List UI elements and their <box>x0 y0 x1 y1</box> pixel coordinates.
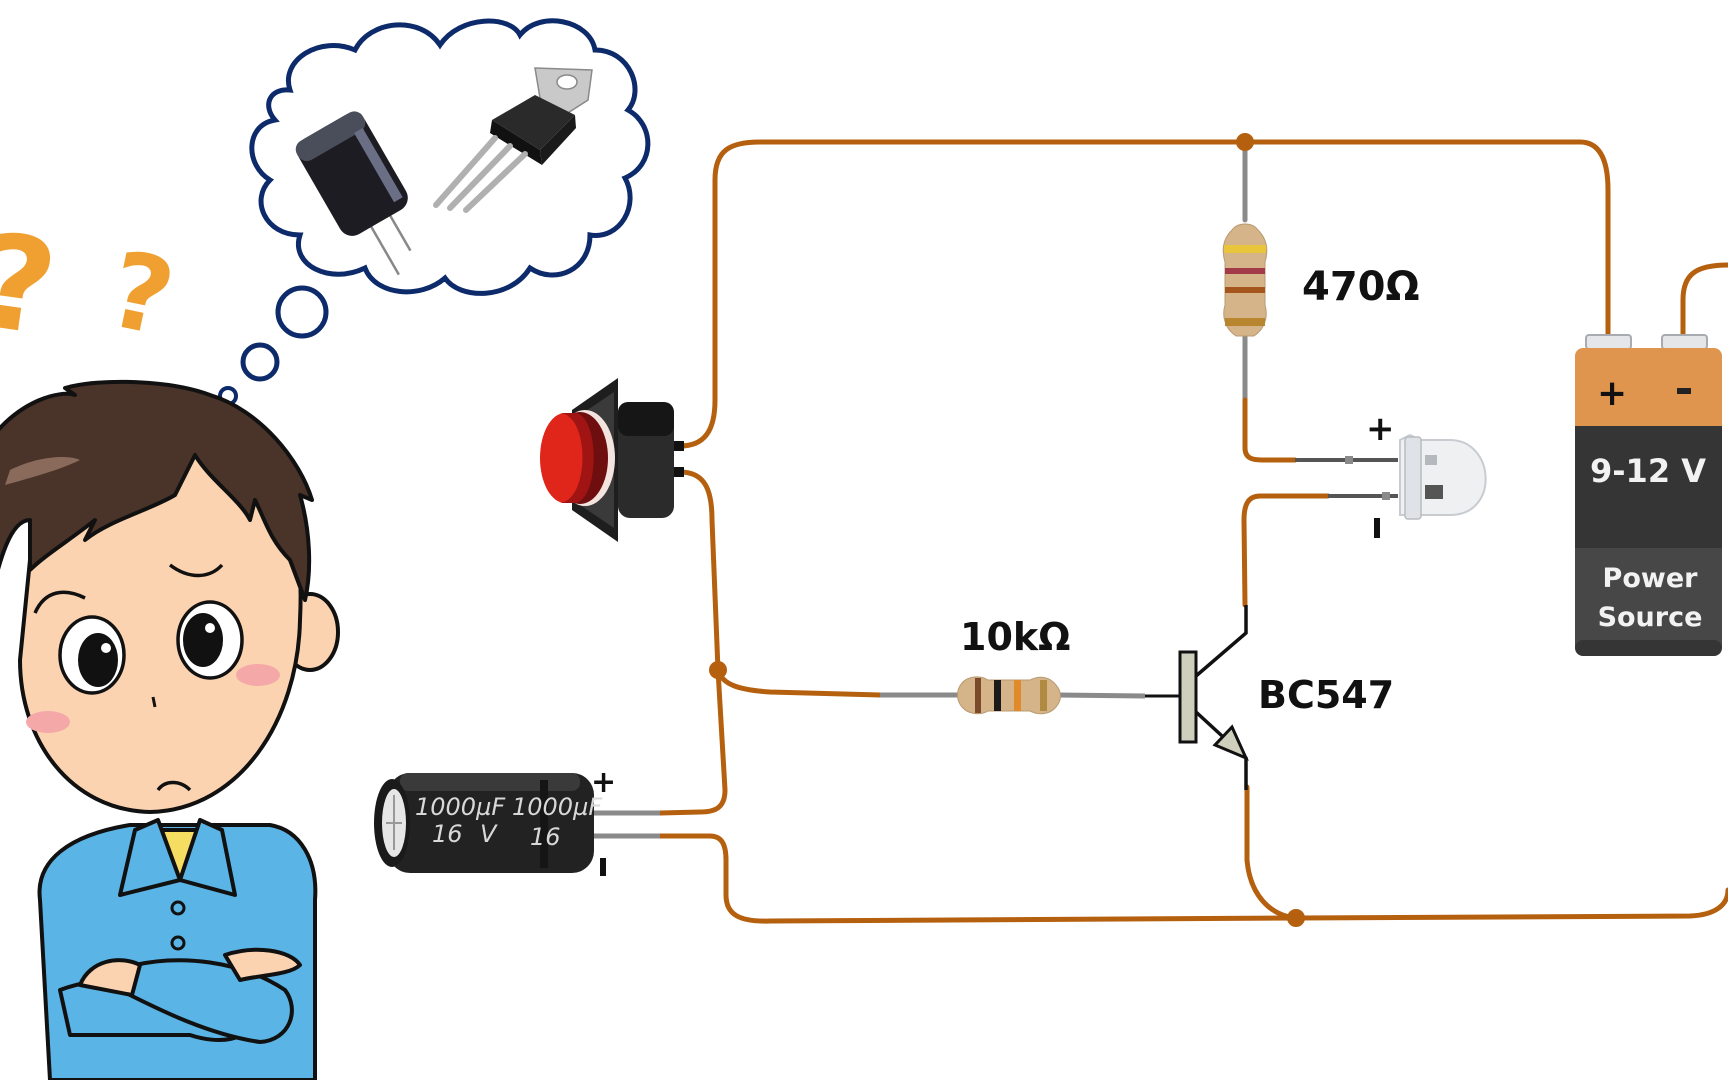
boy-blush-left <box>26 711 70 733</box>
transistor-bc547: BC547 <box>1145 605 1394 790</box>
wire-button-to-junction <box>677 469 721 673</box>
push-button-terminal-1 <box>674 441 684 451</box>
wire-470-to-led-plus <box>1242 397 1298 463</box>
boy-blush-right <box>236 664 280 686</box>
resistor-10k-band-1 <box>975 678 981 713</box>
capacitor-voltage-1: 16 <box>432 820 463 848</box>
wire-top <box>677 139 1611 449</box>
battery-label-panel <box>1575 548 1722 648</box>
battery-minus-sign <box>1677 388 1691 394</box>
question-marks: ? ? <box>0 204 184 365</box>
transistor-emitter-arrow <box>1212 724 1249 761</box>
boy-collar-right <box>178 818 237 897</box>
capacitor-value-2: 1000µF <box>512 793 603 821</box>
resistor-10k-band-2 <box>994 680 1001 711</box>
resistor-10k-ohm: 10kΩ <box>880 615 1146 715</box>
resistor-10k-body <box>957 676 1061 715</box>
battery-voltage: 9-12 V <box>1590 452 1706 490</box>
boy-hair-highlight <box>5 457 80 485</box>
battery-plus-sign: + <box>1597 373 1627 414</box>
push-button-terminal-2 <box>674 467 684 477</box>
resistor-470-band-1 <box>1224 245 1266 253</box>
battery-terminal-plus <box>1585 334 1632 350</box>
question-mark-left: ? <box>0 204 65 365</box>
thought-bubble <box>218 18 651 406</box>
wire-junction-to-cap-plus <box>657 667 728 816</box>
resistor-470-label: 470Ω <box>1302 264 1420 310</box>
battery-label-source: Source <box>1598 602 1703 633</box>
boy-hair <box>0 379 314 602</box>
boy-mouth <box>156 780 192 792</box>
transistor-label: BC547 <box>1258 673 1394 717</box>
resistor-470-band-4 <box>1225 318 1265 326</box>
capacitor-plus-sign: + <box>591 765 616 800</box>
battery-terminal-minus <box>1661 334 1708 350</box>
capacitor-voltage-2: 16 <box>530 823 561 851</box>
transistor-base-bar <box>1178 650 1198 744</box>
transistor-collector <box>1194 605 1248 678</box>
junction-dot-bottom <box>1287 909 1305 927</box>
boy-hand-right <box>223 947 302 982</box>
wire-cap-minus-to-ground <box>657 833 1728 924</box>
resistor-470-band-3 <box>1225 287 1265 293</box>
boy-hand-left <box>78 958 142 997</box>
capacitor-minus-sign <box>600 858 606 876</box>
confused-boy <box>0 379 340 1080</box>
resistor-10k-lead-right <box>1057 692 1146 699</box>
junction-dot-left <box>709 661 727 679</box>
led-minus-sign <box>1374 518 1380 538</box>
boy-brow-right <box>168 563 224 578</box>
thought-capacitor-icon <box>295 111 412 276</box>
boy-brow-left <box>33 590 86 614</box>
push-button <box>540 378 684 542</box>
push-button-cap <box>540 413 590 503</box>
boy-nose <box>151 696 157 708</box>
boy-arm-left <box>128 958 294 1044</box>
thought-bubble-large <box>275 285 329 339</box>
led: + <box>1295 409 1487 538</box>
battery-power-source: + 9-12 V Power Source <box>1575 334 1722 656</box>
wire-emitter-to-ground <box>1244 784 1298 921</box>
resistor-470-ohm: 470Ω <box>1222 223 1420 337</box>
wire-led-minus-to-collector <box>1241 493 1331 608</box>
wires <box>657 139 1728 924</box>
resistor-10k-label: 10kΩ <box>960 615 1070 659</box>
led-plus-sign: + <box>1366 409 1395 449</box>
battery-label-power: Power <box>1603 563 1699 594</box>
resistor-470-band-2 <box>1225 268 1265 274</box>
resistor-10k-band-3 <box>1014 680 1021 711</box>
thought-bubble-medium <box>240 342 280 382</box>
wire-battery-minus <box>1680 262 1728 343</box>
wire-junction-to-10k <box>715 667 883 698</box>
capacitor-unit-1: V <box>480 820 498 848</box>
junction-dot-top <box>1236 133 1254 151</box>
question-mark-right: ? <box>99 228 184 360</box>
capacitor-value-1: 1000µF <box>415 793 506 821</box>
resistor-10k-band-4 <box>1040 680 1047 711</box>
boy-button-1 <box>170 900 186 916</box>
boy-button-2 <box>170 935 186 951</box>
capacitor-1000uf: 1000µF 1000µF 16 V 16 + <box>374 765 660 876</box>
thought-regulator-icon <box>433 67 593 213</box>
